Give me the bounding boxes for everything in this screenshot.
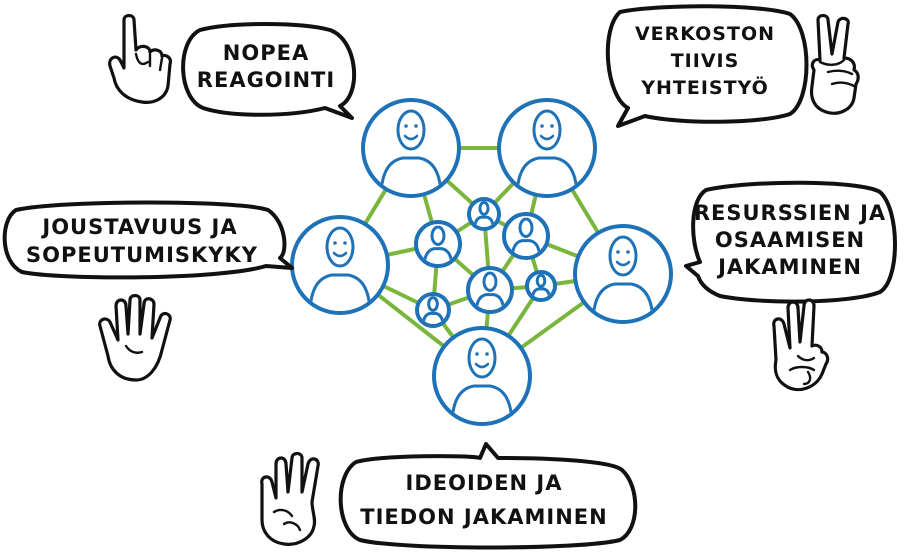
bubble-text-line: JOUSTAVUUS JA — [40, 215, 237, 239]
bubble-text-line: IDEOIDEN JA — [406, 471, 563, 495]
bubble-text-line: OSAAMISEN — [715, 228, 865, 252]
person-node-small — [525, 270, 557, 302]
hand-one-finger-icon — [108, 13, 172, 104]
bubble-ideat: IDEOIDEN JA TIEDON JAKAMINEN — [338, 442, 638, 550]
bubble-text-line: NOPEA — [223, 41, 309, 65]
bubble-nopea-reagointi: NOPEA REAGOINTI — [181, 22, 357, 120]
hand-five-fingers-icon — [98, 293, 172, 382]
hand-two-fingers-icon — [809, 13, 860, 115]
bubble-text-line: VERKOSTON — [635, 23, 775, 45]
bubble-joustavuus: JOUSTAVUUS JA SOPEUTUMISKYKY — [2, 200, 294, 280]
bubble-text-line: REAGOINTI — [197, 68, 335, 92]
bubble-verkoston-yhteistyo: VERKOSTON TIIVIS YHTEISTYÖ — [605, 4, 809, 128]
person-node-large — [497, 98, 597, 198]
bubble-text-line: TIEDON JAKAMINEN — [360, 505, 607, 529]
person-node-small — [414, 220, 462, 268]
bubble-text-line: RESURSSIEN JA — [694, 201, 886, 225]
person-node-small — [466, 266, 514, 314]
bubble-text-line: JAKAMINEN — [716, 255, 862, 279]
bubble-text-line: SOPEUTUMISKYKY — [26, 243, 258, 267]
person-node-large — [290, 215, 390, 315]
person-node-small — [502, 212, 550, 260]
bubble-text-line: YHTEISTYÖ — [640, 75, 769, 99]
bubble-resurssit: RESURSSIEN JA OSAAMISEN JAKAMINEN — [684, 180, 897, 304]
hand-three-fingers-icon — [772, 298, 830, 392]
person-node-small — [415, 292, 451, 328]
bubble-text-line: TIIVIS — [671, 50, 740, 72]
person-node-large — [432, 326, 532, 426]
person-node-small — [467, 197, 501, 231]
network-nodes — [290, 98, 673, 426]
person-node-large — [361, 98, 461, 198]
person-node-large — [573, 224, 673, 324]
hand-four-fingers-icon — [260, 451, 320, 546]
